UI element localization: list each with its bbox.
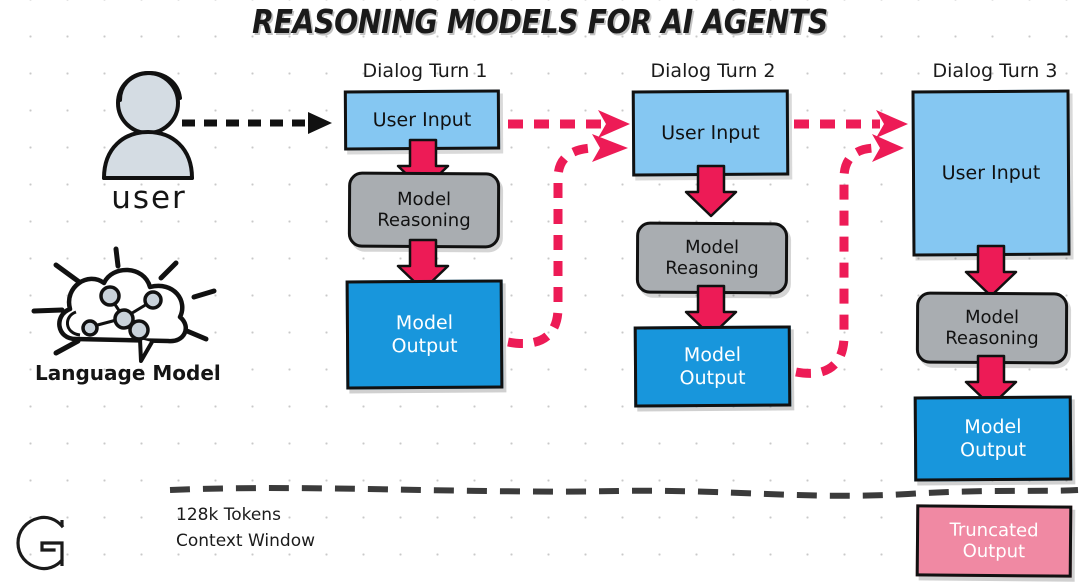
turn-1-model-reasoning-label-line1: Model	[396, 188, 452, 210]
turn-3-model-reasoning-box[interactable]: Model Reasoning	[915, 291, 1069, 365]
turn-1-model-reasoning-box[interactable]: Model Reasoning	[347, 171, 501, 249]
language-model-label-line2: Model	[152, 361, 221, 385]
turn-3-model-reasoning-label-line1: Model	[964, 306, 1020, 328]
arrow-turn1-input-to-turn2	[506, 106, 636, 142]
turn-3-model-output-box[interactable]: Model Output	[913, 395, 1073, 482]
turn-2-model-output-label-line2: Output	[679, 366, 746, 389]
language-model-label: Language Model	[35, 360, 221, 387]
arrow-turn2-output-to-turn3-input	[790, 130, 915, 380]
context-window-boundary-line	[168, 478, 1080, 504]
turn-3-truncated-output-box[interactable]: Truncated Output	[915, 504, 1073, 578]
turn-1-model-output-box[interactable]: Model Output	[345, 279, 504, 390]
turn-2-user-input-label: User Input	[661, 121, 760, 145]
context-window-label-line2: Context Window	[176, 530, 316, 551]
turn-3-truncated-output-label-line1: Truncated	[949, 519, 1039, 542]
g-logo	[12, 512, 74, 574]
arrow-turn2-input-to-turn3	[792, 106, 912, 142]
turn-3-truncated-output-label-line2: Output	[962, 540, 1026, 563]
turn-3-model-reasoning-label-line2: Reasoning	[945, 327, 1039, 350]
arrow-user-to-turn1	[180, 108, 340, 138]
turn-3-user-input-box[interactable]: User Input	[911, 89, 1071, 257]
user-avatar-icon	[84, 66, 214, 181]
turn-2-header: Dialog Turn 2	[650, 60, 776, 82]
turn-1-user-input-label: User Input	[372, 108, 472, 132]
language-model-label-line1: Language	[35, 361, 146, 385]
turn-2-model-output-box[interactable]: Model Output	[633, 325, 792, 408]
turn-2-model-output-label-line1: Model	[683, 343, 742, 367]
user-label: user	[111, 180, 187, 216]
context-window-label: 128k Tokens Context Window	[176, 503, 406, 554]
page-title: REASONING MODELS FOR AI AGENTS	[252, 2, 828, 41]
arrow-turn1-output-to-turn2-input	[500, 130, 640, 355]
turn-1-header: Dialog Turn 1	[362, 60, 488, 82]
context-window-label-line1: 128k Tokens	[176, 505, 281, 525]
turn-1-model-output-label-line2: Output	[391, 334, 458, 357]
turn-2-model-reasoning-label-line2: Reasoning	[665, 257, 759, 280]
turn-2-model-reasoning-box[interactable]: Model Reasoning	[635, 221, 789, 295]
turn-3-header: Dialog Turn 3	[932, 60, 1058, 82]
turn-1-model-reasoning-label-line2: Reasoning	[377, 209, 471, 232]
turn-3-model-output-label-line2: Output	[960, 438, 1027, 461]
turn-3-model-output-label-line1: Model	[964, 415, 1022, 439]
turn-1-model-output-label-line1: Model	[395, 311, 454, 335]
cloud-neural-network-icon	[28, 243, 223, 368]
turn-3-user-input-label: User Input	[941, 161, 1041, 185]
turn-2-model-reasoning-label-line1: Model	[684, 236, 740, 258]
turn-2-user-input-box[interactable]: User Input	[631, 89, 790, 177]
turn-1-user-input-box[interactable]: User Input	[343, 89, 501, 151]
